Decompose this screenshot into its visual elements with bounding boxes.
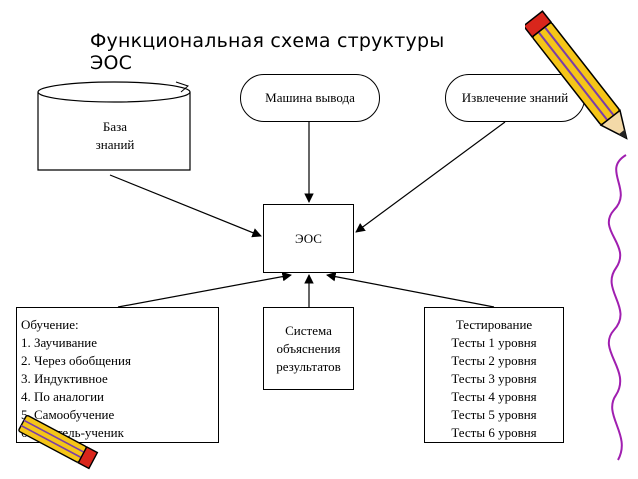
explanation-line: Система xyxy=(285,322,332,338)
knowledge-base-label: База знаний xyxy=(40,118,190,154)
arrow-testing-to-eos xyxy=(326,271,495,308)
diagram-title: Функциональная схема структуры ЭОС xyxy=(90,30,445,74)
testing-line: Тесты 1 уровня xyxy=(451,335,537,350)
knowledge-base-line: знаний xyxy=(95,137,135,152)
knowledge-base-line: База xyxy=(102,119,128,134)
testing-line: Тесты 3 уровня xyxy=(451,371,537,386)
output-machine-node: Машина вывода xyxy=(240,74,380,122)
testing-line: Тестирование xyxy=(455,317,533,332)
learning-line: 4. По аналогии xyxy=(21,389,104,404)
learning-line: 5. Самообучение xyxy=(21,407,115,422)
arrow-learning-to-eos xyxy=(117,271,292,308)
pencil-top-right-icon xyxy=(525,10,628,140)
learning-line: 2. Через обобщения xyxy=(21,353,131,368)
explanation-line: объяснения xyxy=(276,340,341,356)
explanation-line: результатов xyxy=(276,358,341,374)
learning-node: Обучение: 1. Заучивание 2. Через обобщен… xyxy=(16,307,219,443)
swirl-decoration-icon xyxy=(607,154,627,461)
testing-line: Тесты 5 уровня xyxy=(451,407,537,422)
learning-line: Обучение: xyxy=(21,317,79,332)
testing-line: Тесты 2 уровня xyxy=(451,353,537,368)
testing-line: Тесты 6 уровня xyxy=(451,425,537,440)
knowledge-base-shape xyxy=(37,81,191,171)
testing-node: Тестирование Тесты 1 уровня Тесты 2 уров… xyxy=(424,307,564,443)
learning-line: 1. Заучивание xyxy=(21,335,98,350)
arrow-extraction-to-eos xyxy=(355,121,506,233)
output-machine-label: Машина вывода xyxy=(265,90,355,105)
knowledge-extraction-label: Извлечение знаний xyxy=(461,90,569,105)
eos-node: ЭОС xyxy=(263,204,354,273)
learning-line: 3. Индуктивное xyxy=(21,371,108,386)
explanation-node: Система объяснения результатов xyxy=(263,307,354,390)
pencil-bottom-left-icon xyxy=(18,414,99,470)
testing-line: Тесты 4 уровня xyxy=(451,389,537,404)
eos-label: ЭОС xyxy=(295,230,322,246)
arrow-kb-to-eos xyxy=(109,174,262,238)
